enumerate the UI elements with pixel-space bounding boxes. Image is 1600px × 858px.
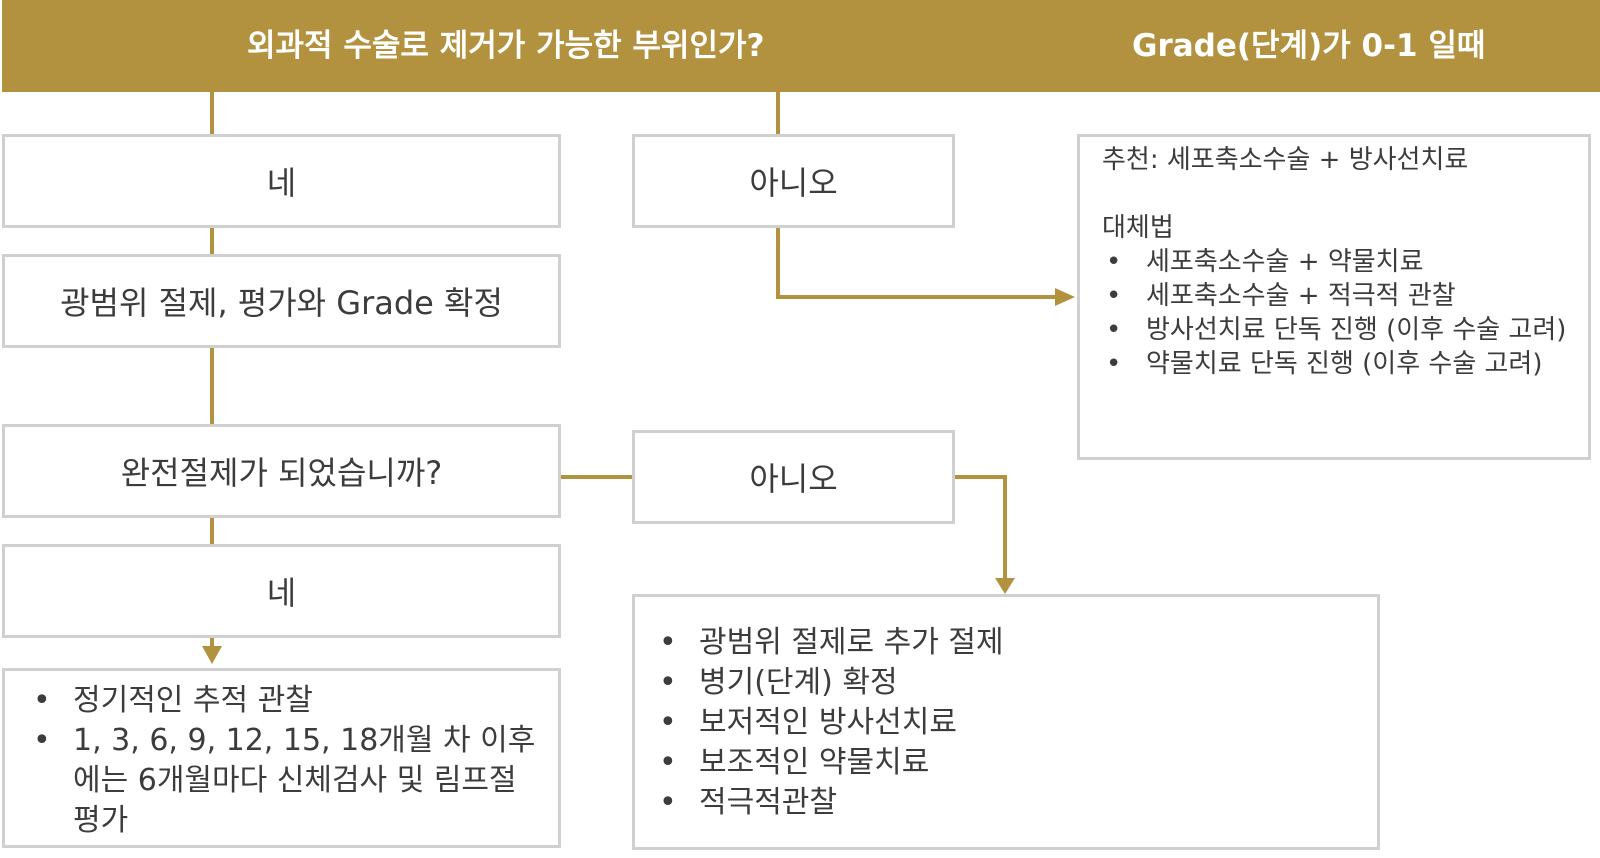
node-no-2-label: 아니오 [749,460,838,498]
arrowhead-followup [202,646,222,664]
alternative-item: 방사선치료 단독 진행 (이후 수술 고려) [1106,313,1568,347]
node-no-2: 아니오 [632,430,955,524]
node-no-1: 아니오 [632,134,955,228]
additional-treatment-item: 적극적관찰 [659,783,1357,823]
node-yes-2-label: 네 [266,574,297,612]
alternative-item: 세포축소수술 + 약물치료 [1106,245,1568,279]
header-bar: 외과적 수술로 제거가 가능한 부위인가? Grade(단계)가 0-1 일때 [2,0,1600,92]
additional-treatment-box: 광범위 절제로 추가 절제 병기(단계) 확정 보저적인 방사선치료 보조적인 … [632,594,1380,850]
recommendation-title: 추천: 세포축소수술 + 방사선치료 [1102,145,1469,175]
alternative-title: 대체법 [1102,213,1174,243]
arrowhead-additional [995,578,1015,594]
additional-treatment-list: 광범위 절제로 추가 절제 병기(단계) 확정 보저적인 방사선치료 보조적인 … [659,623,1357,823]
additional-treatment-item: 보조적인 약물치료 [659,743,1357,783]
node-no-1-label: 아니오 [749,164,838,202]
additional-treatment-item: 광범위 절제로 추가 절제 [659,623,1357,663]
arrowhead-recommendation [1055,288,1075,306]
followup-box: 정기적인 추적 관찰 1, 3, 6, 9, 12, 15, 18개월 차 이후… [2,668,561,848]
recommendation-box: 추천: 세포축소수술 + 방사선치료 대체법 세포축소수술 + 약물치료 세포축… [1077,134,1591,460]
alternative-list: 세포축소수술 + 약물치료 세포축소수술 + 적극적 관찰 방사선치료 단독 진… [1102,245,1568,381]
followup-list: 정기적인 추적 관찰 1, 3, 6, 9, 12, 15, 18개월 차 이후… [33,681,538,841]
additional-treatment-item: 병기(단계) 확정 [659,663,1357,703]
connector-no-to-recommendation [776,226,1055,299]
additional-treatment-item: 보저적인 방사선치료 [659,703,1357,743]
node-complete-excision-question-label: 완전절제가 되었습니까? [120,454,443,492]
followup-item: 1, 3, 6, 9, 12, 15, 18개월 차 이후에는 6개월마다 신체… [33,721,538,841]
connector-no-to-additional [955,475,1007,580]
followup-item: 정기적인 추적 관찰 [33,681,538,721]
header-grade-condition: Grade(단계)가 0-1 일때 [1132,28,1486,64]
header-question: 외과적 수술로 제거가 가능한 부위인가? [247,28,765,64]
node-yes-1: 네 [2,134,561,228]
node-wide-excision: 광범위 절제, 평가와 Grade 확정 [2,254,561,348]
alternative-item: 세포축소수술 + 적극적 관찰 [1106,279,1568,313]
alternative-item: 약물치료 단독 진행 (이후 수술 고려) [1106,347,1568,381]
node-wide-excision-label: 광범위 절제, 평가와 Grade 확정 [60,284,503,322]
node-complete-excision-question: 완전절제가 되었습니까? [2,424,561,518]
node-yes-1-label: 네 [266,164,297,202]
recommendation-spacer [1102,177,1568,211]
node-yes-2: 네 [2,544,561,638]
